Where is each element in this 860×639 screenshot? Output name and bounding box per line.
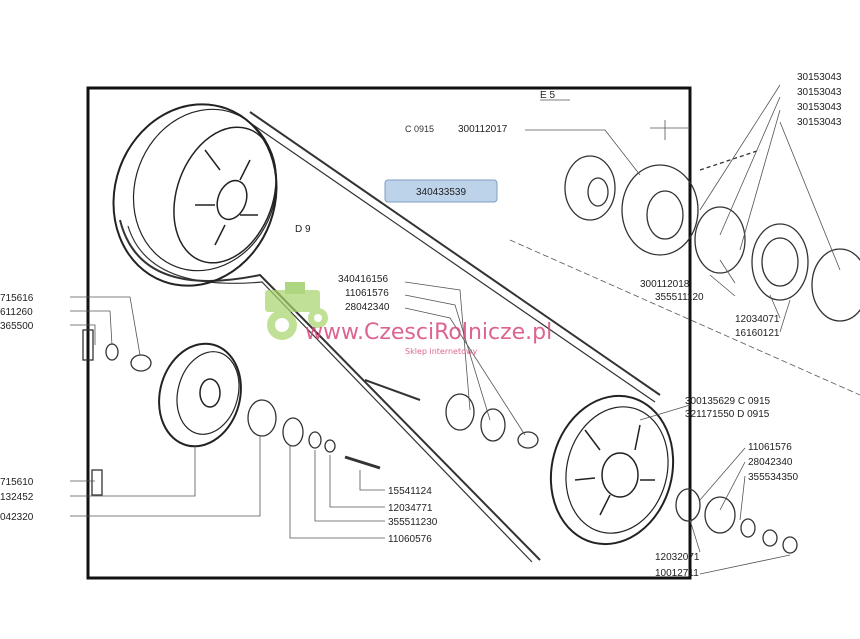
leader-lines (70, 84, 860, 575)
right-lower-parts (675, 488, 798, 554)
dim-label: E 5 (540, 90, 555, 101)
left-pulley (158, 342, 242, 448)
center-part[interactable]: 11061576 (345, 288, 389, 299)
top-callout-prefix: C 0915 (405, 124, 434, 134)
bottom-center-part[interactable]: 12034771 (388, 503, 433, 514)
left-lower-part[interactable]: 042320 (0, 512, 34, 523)
tractor-icon (265, 282, 328, 340)
belt-label: D 9 (295, 224, 311, 235)
highlight-part-box[interactable]: 340433539 (384, 179, 498, 203)
right-pulley-part[interactable]: 300135629 C 0915 (685, 396, 771, 407)
left-upper-part[interactable]: 611260 (0, 307, 33, 318)
center-part[interactable]: 28042340 (345, 302, 390, 313)
left-upper-part[interactable]: 365500 (0, 321, 34, 332)
lower-pulley (549, 394, 675, 546)
highlight-part-label: 340433539 (416, 187, 466, 198)
center-small-parts (364, 379, 539, 449)
bottom-center-part[interactable]: 11060576 (388, 534, 432, 545)
left-upper-part[interactable]: 715616 (0, 293, 34, 304)
right-mid-part[interactable]: 16160121 (735, 328, 780, 339)
watermark-tagline: Sklep internetowy (405, 347, 478, 356)
top-right-part[interactable]: 30153043 (797, 117, 842, 128)
center-part[interactable]: 340416156 (338, 274, 388, 285)
right-upper-parts (564, 149, 860, 322)
right-pulley-part[interactable]: 321171550 D 0915 (685, 409, 770, 420)
bottom-right-part[interactable]: 10012711 (655, 568, 699, 579)
top-right-part[interactable]: 30153043 (797, 72, 842, 83)
top-right-part[interactable]: 30153043 (797, 102, 842, 113)
right-mid-part[interactable]: 300112018 (640, 279, 690, 290)
diagram-frame (86, 86, 692, 580)
right-mid-part[interactable]: 355511120 (655, 292, 704, 303)
upper-pulley (112, 103, 278, 287)
left-lower-part[interactable]: 715610 (0, 477, 34, 488)
right-lower-part[interactable]: 355534350 (748, 472, 798, 483)
right-lower-part[interactable]: 28042340 (748, 457, 793, 468)
right-mid-part[interactable]: 12034071 (735, 314, 780, 325)
left-lower-part[interactable]: 132452 (0, 492, 34, 503)
bottom-center-part[interactable]: 355511230 (388, 517, 438, 528)
top-right-part[interactable]: 30153043 (797, 87, 842, 98)
left-small-parts (82, 329, 381, 496)
bottom-center-part[interactable]: 15541124 (388, 486, 432, 497)
drive-belt (119, 111, 661, 563)
right-lower-part[interactable]: 11061576 (748, 442, 792, 453)
watermark-site: www.CzesciRolnicze.pl (305, 320, 552, 345)
top-callout-part: 300112017 (458, 124, 508, 135)
bottom-right-part[interactable]: 12032071 (655, 552, 700, 563)
